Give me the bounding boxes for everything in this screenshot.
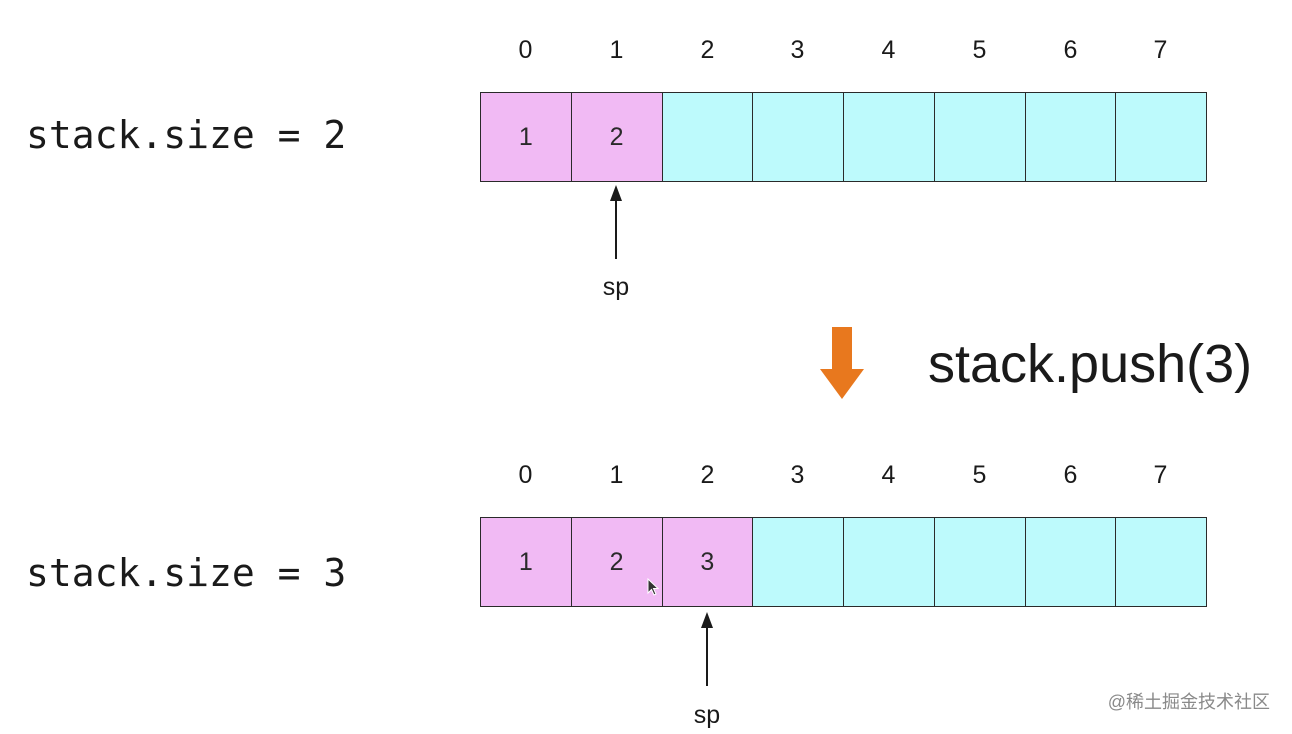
- bottom-cell-0: 1: [481, 518, 572, 606]
- top-index-1: 1: [609, 36, 624, 64]
- bottom-size-label: stack.size = 3: [26, 551, 347, 595]
- top-cell-5: [934, 93, 1026, 181]
- bottom-cell-4: [844, 518, 935, 606]
- bottom-cell-3: [753, 518, 844, 606]
- top-index-3: 3: [790, 36, 805, 64]
- bottom-index-3: 3: [790, 461, 805, 489]
- bottom-sp-label: sp: [693, 701, 721, 729]
- bottom-index-2: 2: [700, 461, 715, 489]
- top-cell-3: [753, 93, 844, 181]
- top-index-6: 6: [1063, 36, 1078, 64]
- top-index-2: 2: [700, 36, 715, 64]
- top-cell-6: [1025, 93, 1117, 181]
- bottom-cell-1: 2: [571, 518, 663, 606]
- top-index-5: 5: [972, 36, 987, 64]
- bottom-index-6: 6: [1063, 461, 1078, 489]
- watermark: @稀土掘金技术社区: [1107, 692, 1270, 712]
- bottom-index-1: 1: [609, 461, 624, 489]
- top-index-4: 4: [881, 36, 896, 64]
- top-cell-2: [662, 93, 754, 181]
- top-stack-array: 1 2: [480, 92, 1207, 182]
- top-cell-1: 2: [571, 93, 663, 181]
- top-index-0: 0: [518, 36, 533, 64]
- top-cell-0: 1: [481, 93, 572, 181]
- top-cell-4: [844, 93, 935, 181]
- mouse-cursor-icon: [647, 578, 660, 596]
- bottom-cell-2: 3: [662, 518, 754, 606]
- top-size-label: stack.size = 2: [26, 113, 347, 157]
- top-sp-label: sp: [602, 273, 630, 301]
- bottom-index-5: 5: [972, 461, 987, 489]
- bottom-cell-6: [1025, 518, 1117, 606]
- bottom-index-0: 0: [518, 461, 533, 489]
- bottom-cell-5: [934, 518, 1026, 606]
- top-index-7: 7: [1153, 36, 1168, 64]
- push-down-arrow-icon: [820, 327, 864, 399]
- bottom-sp-arrow-icon: [701, 612, 713, 686]
- top-sp-arrow-icon: [610, 185, 622, 259]
- bottom-cell-7: [1116, 518, 1206, 606]
- top-cell-7: [1116, 93, 1206, 181]
- bottom-index-4: 4: [881, 461, 896, 489]
- bottom-index-7: 7: [1153, 461, 1168, 489]
- bottom-stack-array: 1 2 3: [480, 517, 1207, 607]
- push-operation-label: stack.push(3): [928, 334, 1253, 394]
